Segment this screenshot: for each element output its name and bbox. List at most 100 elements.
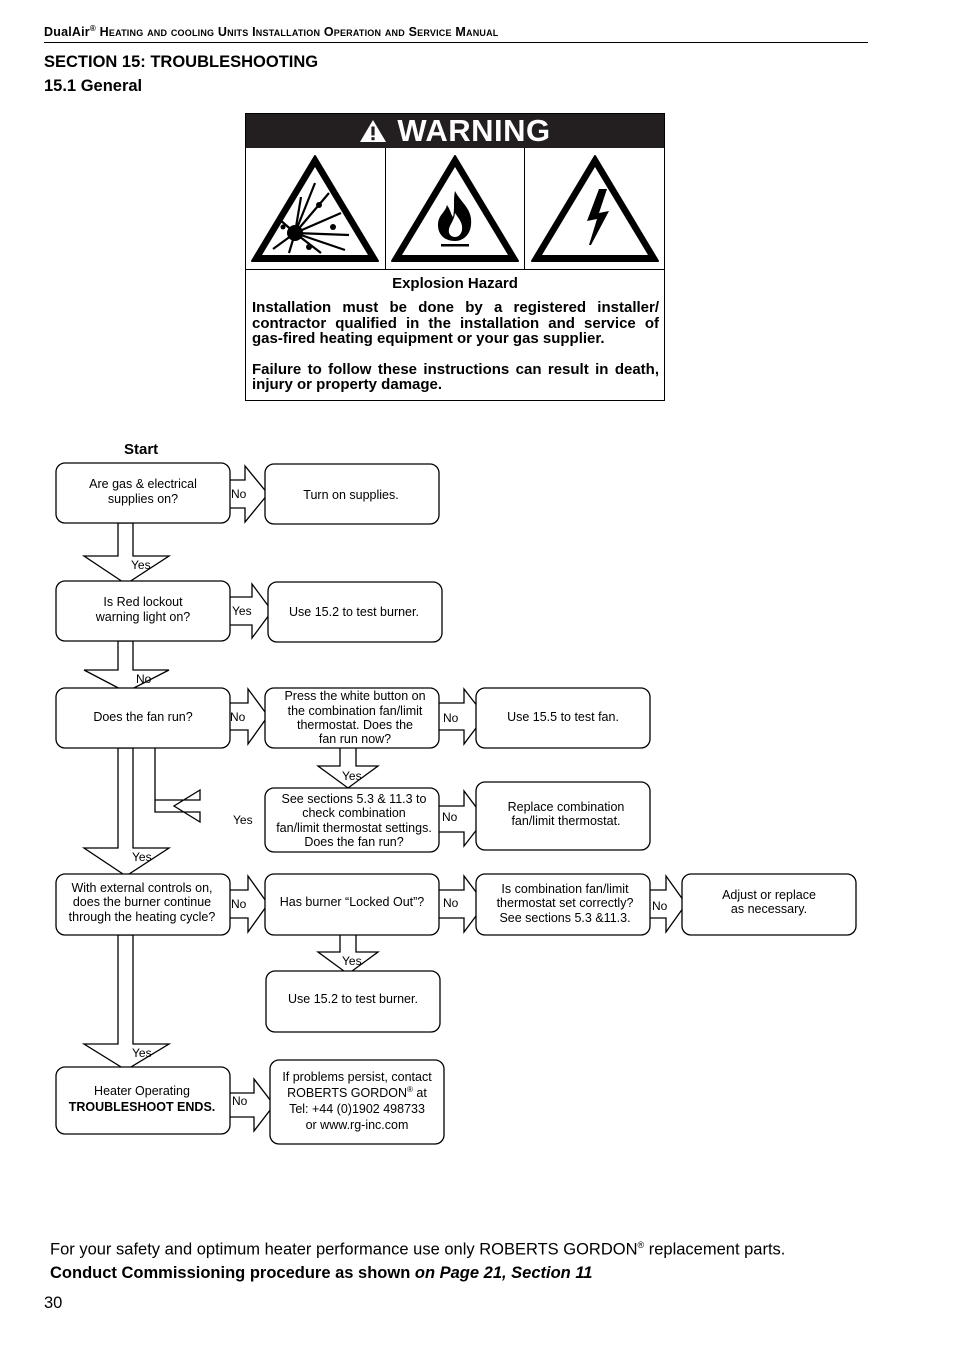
contact-line-2: ROBERTS GORDON® at xyxy=(287,1085,427,1100)
safety-note: For your safety and optimum heater perfo… xyxy=(50,1240,786,1259)
label-no: No xyxy=(231,897,247,911)
box-contact xyxy=(269,1059,445,1145)
arrow-yes-2 xyxy=(227,582,273,640)
box-q4 xyxy=(55,873,231,936)
label-no: No xyxy=(443,711,459,725)
q4c-line-3: See sections 5.3 &11.3. xyxy=(499,911,630,925)
q4-line-3: through the heating cycle? xyxy=(69,910,216,924)
flowchart-start-label: Start xyxy=(124,441,159,458)
a4c-line-2: as necessary. xyxy=(731,902,807,916)
box-a4c xyxy=(681,873,857,936)
arrow-yes-4b xyxy=(316,933,380,975)
label-no: No xyxy=(232,1094,248,1108)
box-a4b xyxy=(265,970,441,1033)
q2-line-2: warning light on? xyxy=(95,610,191,624)
warning-box: WARNING xyxy=(245,113,665,401)
arrow-no-3c xyxy=(437,789,486,848)
label-yes: Yes xyxy=(132,850,152,864)
q3c-line-3: fan/limit thermostat settings. xyxy=(276,821,432,835)
label-no: No xyxy=(231,487,247,501)
q3b-line-3: thermostat. Does the xyxy=(297,718,413,732)
warning-paragraph-1: Installation must be done by a registere… xyxy=(252,299,659,347)
box-q3b xyxy=(264,687,440,749)
arrow-no-3 xyxy=(227,687,269,747)
arrow-no-4c xyxy=(647,873,687,935)
box-q3 xyxy=(55,687,231,749)
label-yes: Yes xyxy=(132,1046,152,1060)
q3b-line-1: Press the white button on xyxy=(284,689,425,703)
page-reference: on Page 21, Section 11 xyxy=(414,1264,593,1282)
arrow-yes-4 xyxy=(81,934,172,1071)
q4c-line-1: Is combination fan/limit xyxy=(501,882,629,896)
box-end xyxy=(55,1066,231,1135)
box-a1 xyxy=(264,463,440,525)
box-q4c xyxy=(475,873,651,936)
label-no: No xyxy=(652,899,668,913)
q2-line-1: Is Red lockout xyxy=(103,595,183,609)
a1-text: Turn on supplies. xyxy=(303,488,398,502)
label-yes: Yes xyxy=(131,558,151,572)
section-title: SECTION 15: TROUBLESHOOTING xyxy=(44,53,319,71)
end-line-2: TROUBLESHOOT ENDS. xyxy=(69,1100,216,1114)
warning-label: WARNING xyxy=(397,113,551,148)
q3c-line-2: check combination xyxy=(302,806,406,820)
end-line-1: Heater Operating xyxy=(94,1084,190,1098)
manual-title: Heating and cooling Units Installation O… xyxy=(95,25,499,40)
q3b-line-2: the combination fan/limit xyxy=(288,704,423,718)
box-q3c xyxy=(264,787,440,853)
q4c-line-2: thermostat set correctly? xyxy=(497,896,634,910)
label-yes: Yes xyxy=(232,604,252,618)
q3b-line-4: fan run now? xyxy=(319,732,391,746)
q4-line-1: With external controls on, xyxy=(71,881,212,895)
label-no: No xyxy=(136,672,152,686)
commissioning-note: Conduct Commissioning procedure as shown… xyxy=(50,1264,593,1282)
registered-mark: ® xyxy=(89,24,96,33)
label-no: No xyxy=(230,710,246,724)
q1-line-2: supplies on? xyxy=(108,492,178,506)
hazard-icons xyxy=(246,148,664,270)
box-a3 xyxy=(475,687,651,749)
label-yes: Yes xyxy=(342,769,362,783)
box-a2 xyxy=(267,581,443,643)
a4b-text: Use 15.2 to test burner. xyxy=(288,992,418,1006)
a2-text: Use 15.2 to test burner. xyxy=(289,605,419,619)
warning-paragraph-2: Failure to follow these instructions can… xyxy=(252,360,659,393)
subsection-title: 15.1 General xyxy=(44,77,143,95)
q4b-text: Has burner “Locked Out”? xyxy=(280,895,425,909)
registered-mark: ® xyxy=(637,1240,645,1250)
a3c-line-1: Replace combination xyxy=(508,800,625,814)
hazard-panel-electrical xyxy=(525,148,664,269)
arrow-no-4b xyxy=(437,874,486,934)
arrow-yes-3 xyxy=(81,747,172,877)
warning-banner: WARNING xyxy=(246,113,664,148)
label-yes: Yes xyxy=(233,813,253,827)
alert-triangle-icon xyxy=(360,120,387,142)
box-a3c xyxy=(475,781,651,851)
arrow-no-1 xyxy=(227,464,269,524)
q3c-line-4: Does the fan run? xyxy=(304,835,403,849)
box-q1 xyxy=(55,462,231,524)
running-header: DualAir® Heating and cooling Units Insta… xyxy=(44,24,868,44)
hazard-panel-fire xyxy=(386,148,526,269)
label-no: No xyxy=(443,896,459,910)
label-yes: Yes xyxy=(342,954,362,968)
arrow-no-4 xyxy=(227,873,269,935)
contact-line-1: If problems persist, contact xyxy=(282,1070,432,1084)
q1-line-1: Are gas & electrical xyxy=(89,477,197,491)
brand-name: DualAir xyxy=(44,25,90,40)
box-q2 xyxy=(55,580,231,642)
q4-line-2: does the burner continue xyxy=(73,895,211,909)
arrow-no-3b xyxy=(437,687,486,746)
contact-line-4: or www.rg-inc.com xyxy=(306,1118,409,1132)
a3-text: Use 15.5 to test fan. xyxy=(507,710,619,724)
a4c-line-1: Adjust or replace xyxy=(722,888,816,902)
arrow-return-yes xyxy=(154,748,201,824)
arrow-yes-3b xyxy=(316,746,380,789)
label-no: No xyxy=(442,810,458,824)
q3c-line-1: See sections 5.3 & 11.3 to xyxy=(281,792,426,806)
electrical-hazard-icon xyxy=(530,154,659,262)
arrow-no-end xyxy=(227,1077,275,1133)
explosion-hazard-icon xyxy=(251,154,380,262)
q3-text: Does the fan run? xyxy=(93,710,192,724)
